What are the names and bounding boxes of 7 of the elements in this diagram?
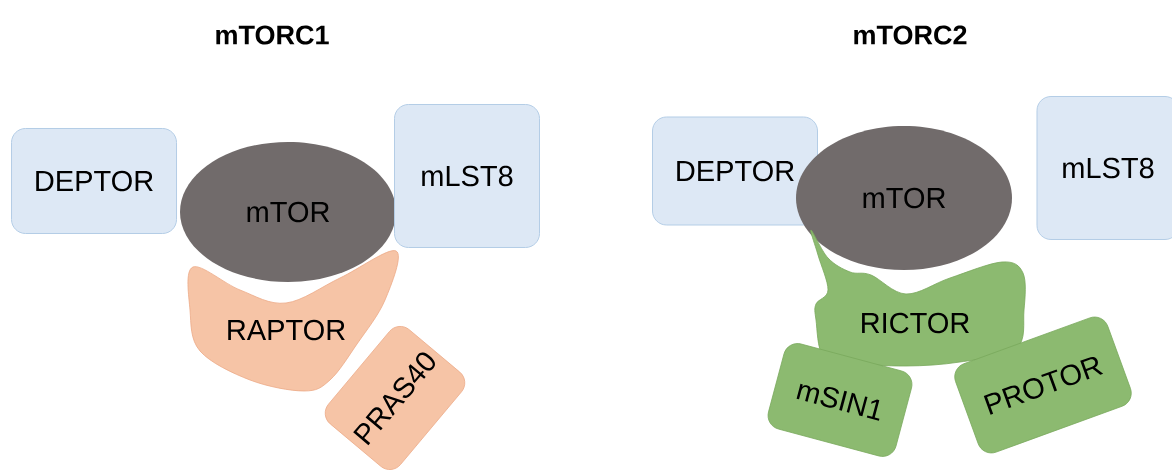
protein-box: mLST8 xyxy=(394,104,540,248)
complex-title: mTORC2 xyxy=(854,25,967,45)
protein-box: DEPTOR xyxy=(11,128,177,234)
protein-box: DEPTOR xyxy=(652,116,818,226)
protein-box: mLST8 xyxy=(1036,96,1172,240)
complex-title: mTORC1 xyxy=(216,25,329,45)
protein-box: mSIN1 xyxy=(767,343,913,457)
